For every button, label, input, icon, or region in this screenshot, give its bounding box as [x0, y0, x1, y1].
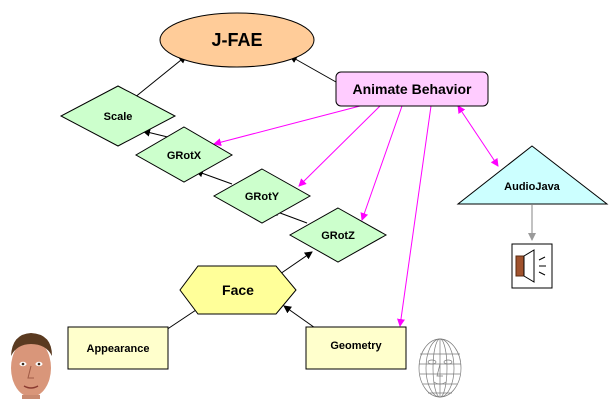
- node-animate-behavior: Animate Behavior: [335, 71, 489, 107]
- edge-animate-to-geometry: [397, 105, 432, 327]
- node-appearance-label: Appearance: [87, 343, 150, 355]
- node-face: Face: [179, 265, 297, 315]
- edge-animate-to-jfae: [289, 55, 337, 83]
- node-geometry: Geometry: [305, 326, 407, 370]
- node-audiojava: AudioJava: [456, 145, 609, 205]
- edge-scale-to-jfae: [133, 55, 187, 99]
- node-scale-label: Scale: [104, 111, 133, 123]
- wireframe-face-icon: [418, 338, 462, 398]
- node-grotx-label: GRotX: [167, 150, 202, 162]
- node-groty: GRotY: [212, 168, 312, 224]
- node-groty-label: GRotY: [245, 191, 280, 203]
- node-animate-behavior-label: Animate Behavior: [352, 81, 472, 97]
- node-jfae: J-FAE: [159, 12, 315, 68]
- edge-geometry-to-face: [283, 305, 319, 331]
- node-appearance: Appearance: [67, 326, 169, 370]
- edge-animate-to-grotx: [213, 105, 361, 147]
- speaker-icon: [511, 243, 553, 289]
- face-portrait-icon: [11, 333, 52, 399]
- node-grotz: GRotZ: [288, 207, 388, 263]
- node-jfae-label: J-FAE: [211, 30, 262, 50]
- node-scale: Scale: [59, 85, 177, 147]
- edge-animate-audiojava: [457, 105, 499, 167]
- edge-animate-to-grotz: [360, 105, 403, 221]
- edge-groty-to-grotx: [195, 169, 233, 185]
- node-audiojava-label: AudioJava: [504, 181, 561, 193]
- node-face-label: Face: [222, 282, 254, 298]
- node-geometry-label: Geometry: [330, 340, 382, 352]
- edge-face-to-grotz: [279, 251, 313, 275]
- node-grotx: GRotX: [134, 126, 234, 183]
- edge-animate-to-groty: [298, 105, 381, 187]
- node-grotz-label: GRotZ: [321, 230, 355, 242]
